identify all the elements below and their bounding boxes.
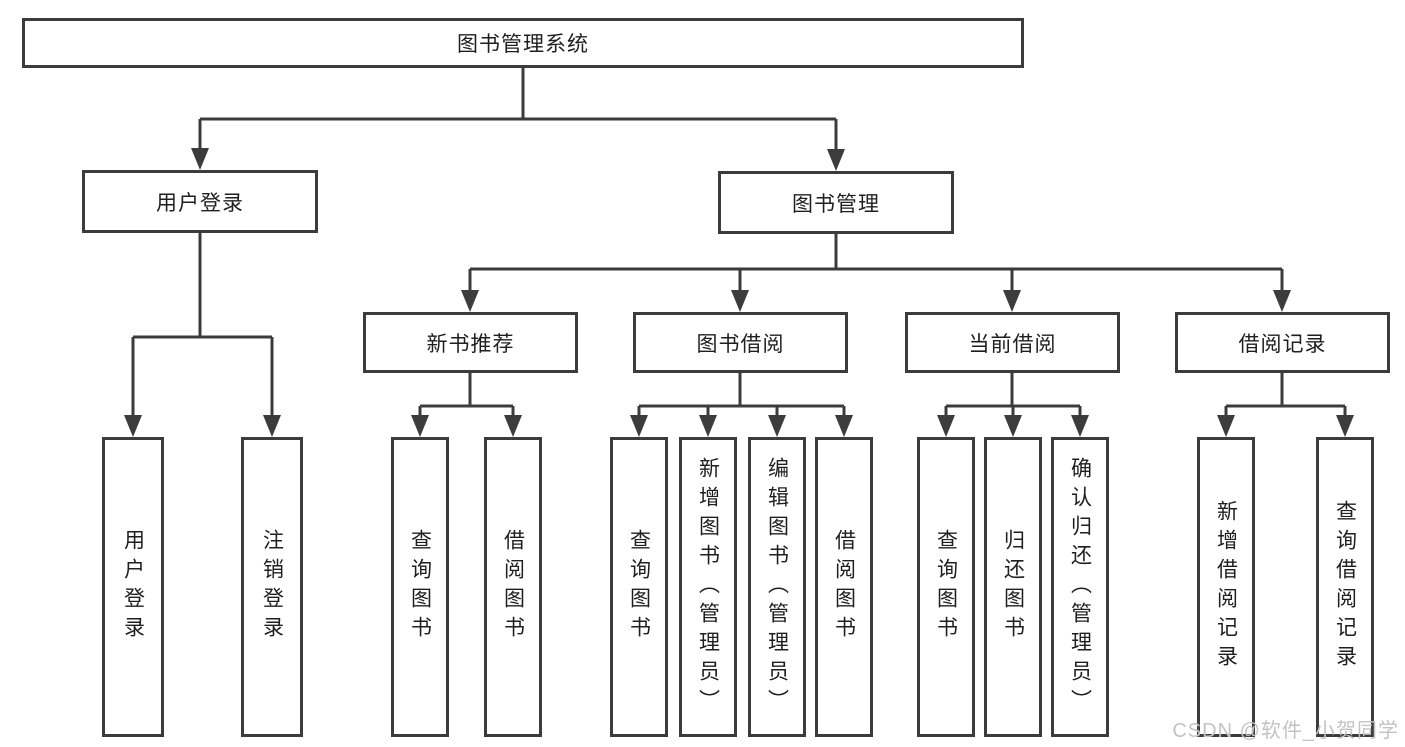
- node-user-login: 用户登录: [82, 170, 318, 233]
- leaf-query-books-1: 查询图书: [391, 437, 449, 737]
- node-borrow-records: 借阅记录: [1175, 312, 1390, 373]
- leaf-query-books-3: 查询图书: [917, 437, 975, 737]
- leaf-logout: 注销登录: [241, 437, 303, 737]
- leaf-edit-books-admin: 编辑图书（管理员）: [748, 437, 806, 737]
- arrowhead-icons: [124, 148, 1354, 437]
- node-book-borrow: 图书借阅: [633, 312, 848, 373]
- leaf-borrow-books-2: 借阅图书: [815, 437, 873, 737]
- node-book-management: 图书管理: [718, 171, 954, 234]
- node-current-borrow: 当前借阅: [905, 312, 1120, 373]
- csdn-watermark: CSDN @软件_小贺同学: [1172, 720, 1399, 742]
- leaf-return-books: 归还图书: [984, 437, 1042, 737]
- leaf-query-books-2: 查询图书: [610, 437, 668, 737]
- node-root-library-management-system: 图书管理系统: [22, 18, 1024, 68]
- leaf-query-borrow-record: 查询借阅记录: [1316, 437, 1374, 737]
- leaf-user-login: 用户登录: [102, 437, 164, 737]
- leaf-confirm-return-admin: 确认归还（管理员）: [1051, 437, 1109, 737]
- leaf-borrow-books-1: 借阅图书: [484, 437, 542, 737]
- node-new-book-recommend: 新书推荐: [363, 312, 578, 373]
- leaf-add-books-admin: 新增图书（管理员）: [679, 437, 737, 737]
- leaf-add-borrow-record: 新增借阅记录: [1197, 437, 1255, 737]
